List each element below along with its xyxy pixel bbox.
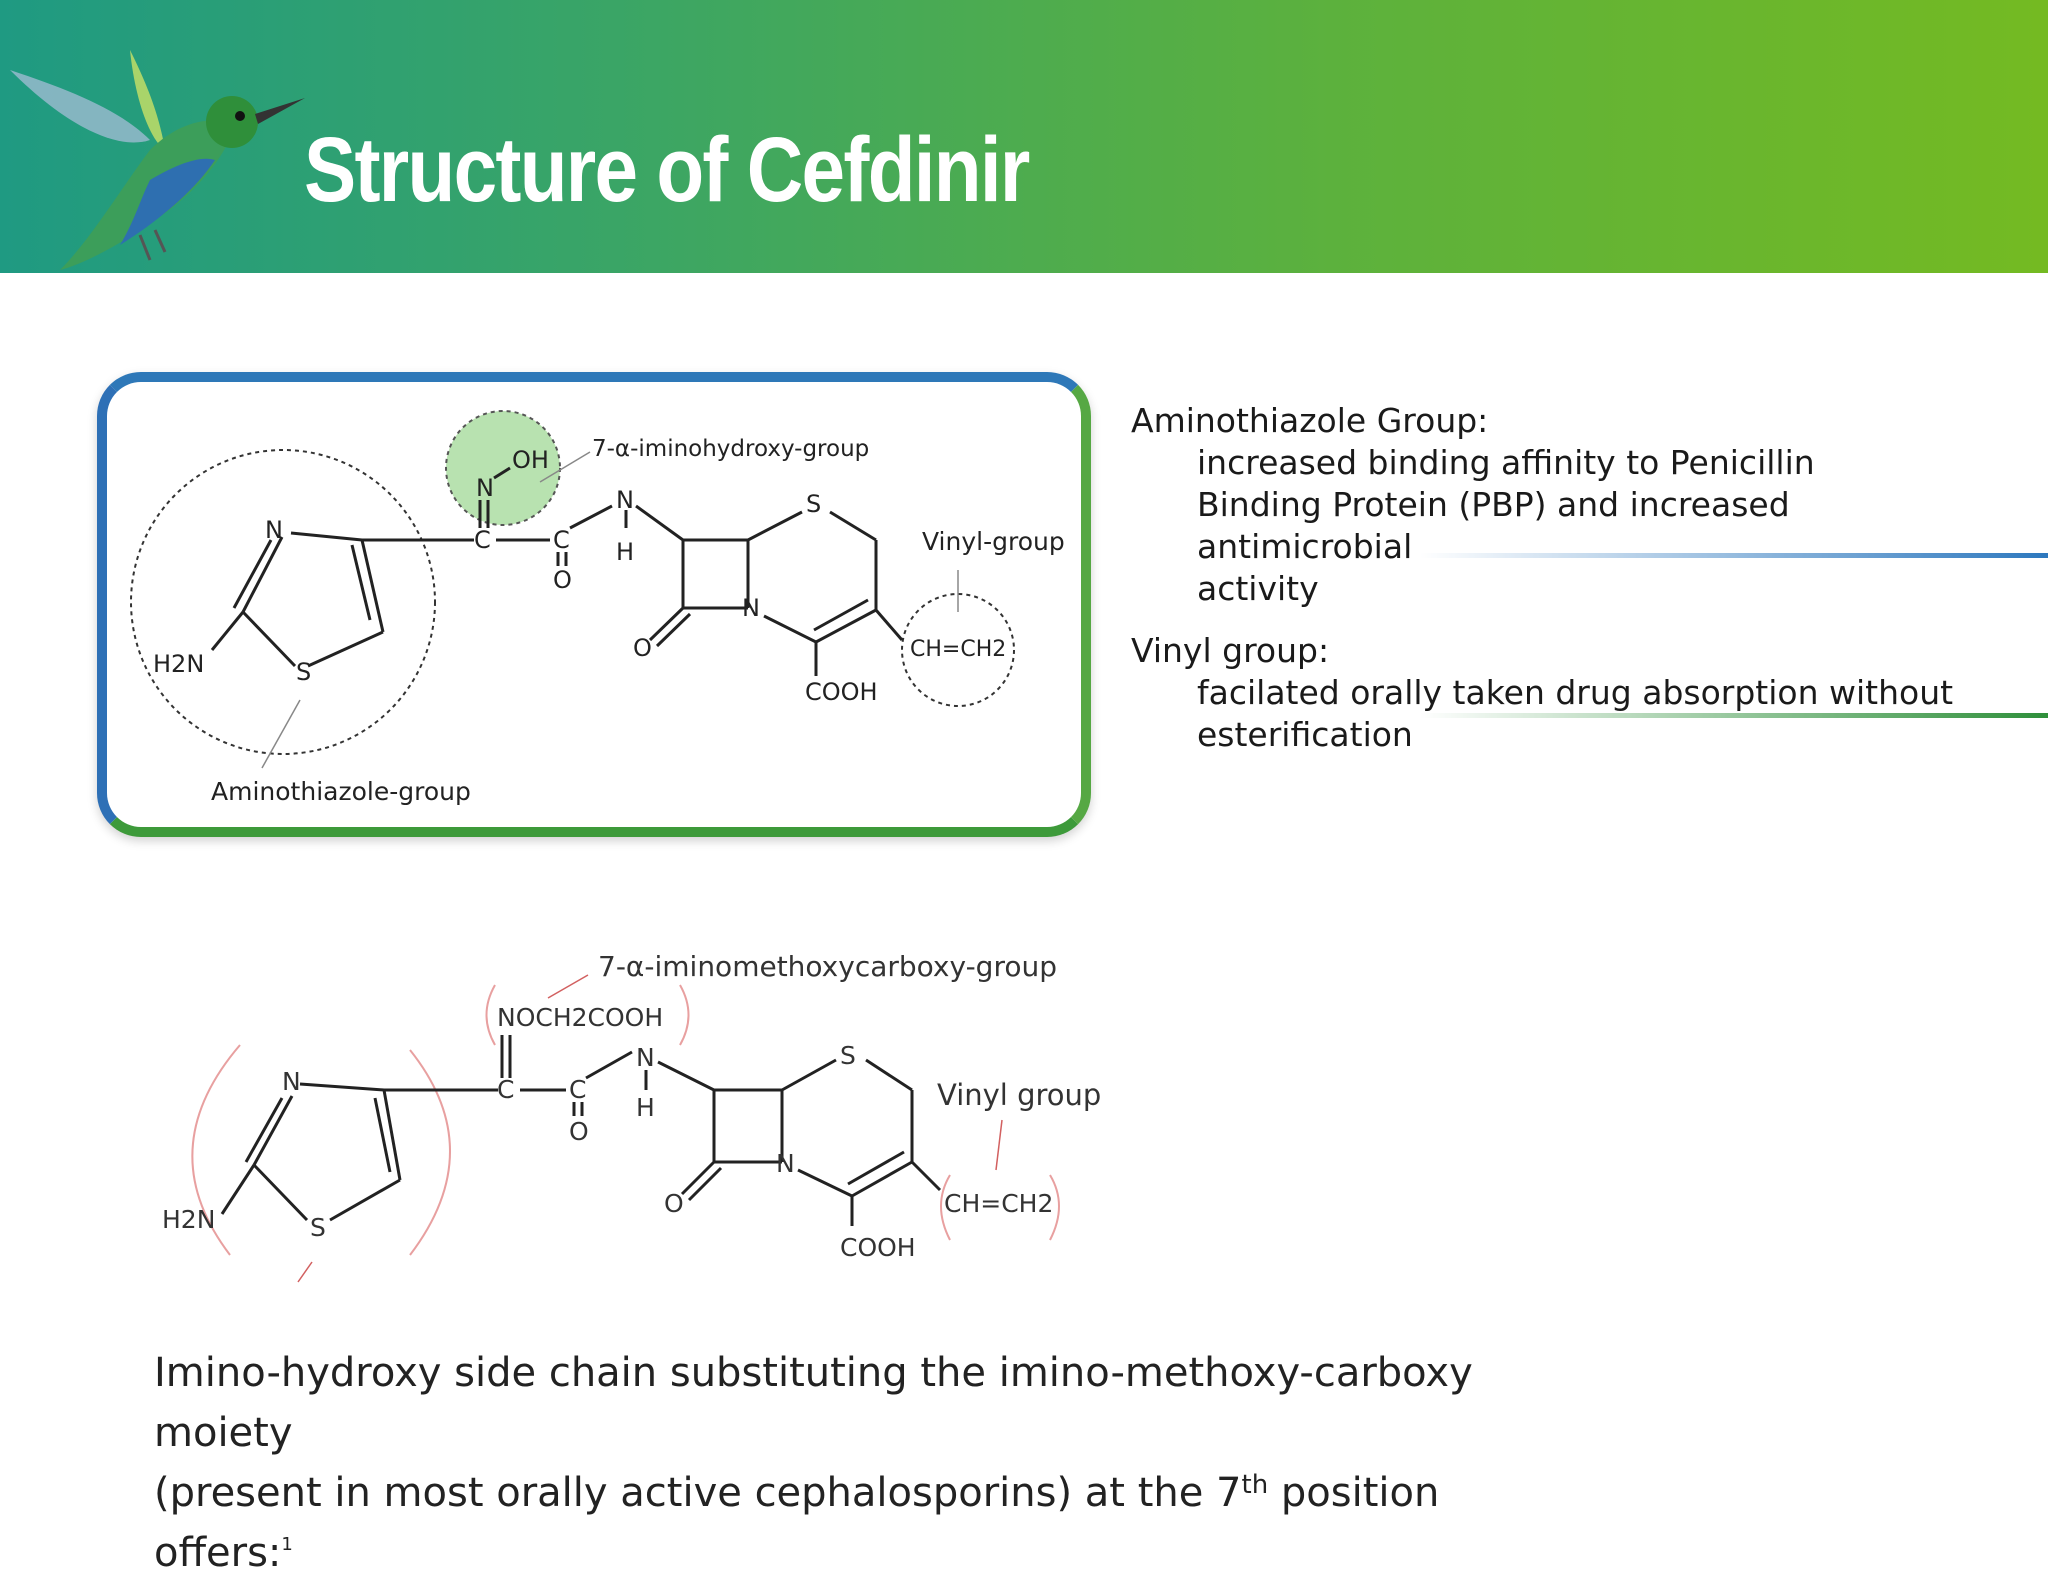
atom-n-oxime: N: [476, 474, 494, 502]
iminohydroxy-highlight-circle: [445, 410, 561, 526]
label-aminothiazole: Aminothiazole-group: [211, 777, 471, 806]
accent-line-green: [1420, 713, 2048, 718]
atom-h2n-bottom: H2N: [162, 1205, 215, 1234]
aminothiazole-highlight-circle: [130, 449, 436, 755]
bottom-structure-atoms: NOCH2COOH N H C C O S N O COOH CH=CH2 N …: [162, 950, 1101, 1262]
caption-footnote: 1: [281, 1534, 293, 1555]
top-structure-frame: [97, 372, 1091, 837]
note-vinyl: Vinyl group: facilated orally taken drug…: [1131, 630, 2011, 756]
note-line: esterification: [1197, 715, 1413, 754]
caption-superscript: th: [1241, 1470, 1269, 1500]
atom-s-ring: S: [806, 490, 821, 518]
atom-cooh: COOH: [805, 678, 878, 706]
atom-h2n: H2N: [153, 650, 204, 678]
caption-line-2: (present in most orally active cephalosp…: [154, 1463, 1554, 1583]
notes-panel: Aminothiazole Group: increased binding a…: [1131, 400, 2011, 776]
label-vinyl-group: Vinyl-group: [922, 527, 1065, 556]
top-cefdinir-structure: [130, 410, 1015, 769]
atom-vinyl: CH=CH2: [910, 637, 1006, 662]
atom-n-thiazole-bottom: N: [282, 1067, 301, 1096]
slide-header: Structure of Cefdinir: [0, 0, 2048, 273]
atom-vinyl-bottom: CH=CH2: [944, 1189, 1053, 1218]
note-heading: Aminothiazole Group:: [1131, 401, 1489, 440]
note-line: facilated orally taken drug absorption w…: [1197, 673, 1954, 712]
bottom-cefdinir-structure: [191, 974, 1060, 1283]
atom-s-thiazole-bottom: S: [310, 1213, 326, 1242]
atom-cooh-bottom: COOH: [840, 1233, 916, 1262]
atom-c-carbonyl-bottom: C: [569, 1075, 586, 1104]
atom-s-ring-bottom: S: [840, 1041, 856, 1070]
accent-line-blue: [1420, 553, 2048, 558]
vinyl-highlight-circle: [901, 593, 1015, 707]
atom-n-amide: N: [636, 1043, 655, 1072]
label-iminomethoxycarboxy: 7-α-iminomethoxycarboxy-group: [598, 950, 1057, 983]
atom-nh-h: H: [616, 538, 634, 566]
caption-line-2-start: (present in most orally active cephalosp…: [154, 1470, 1242, 1516]
label-iminohydroxy: 7-α-iminohydroxy-group: [592, 436, 869, 462]
note-line: Binding Protein (PBP) and increased anti…: [1197, 485, 1790, 566]
atom-o-carbonyl-bottom: O: [569, 1117, 589, 1146]
atom-c-oxime-bottom: C: [497, 1075, 514, 1104]
atom-oh: OH: [512, 446, 549, 474]
atom-n-thiazole: N: [265, 516, 283, 544]
atom-n-lactam-bottom: N: [776, 1149, 795, 1178]
caption-line-1: Imino-hydroxy side chain substituting th…: [154, 1350, 1473, 1456]
structure-canvas: OH N C C O N H S N O COOH CH=CH2 N S H2N…: [130, 410, 1101, 1283]
atom-n-lactam: N: [742, 594, 760, 622]
atom-side-chain: NOCH2COOH: [497, 1003, 663, 1032]
atom-o-lactam: O: [633, 634, 652, 662]
note-line: increased binding affinity to Penicillin: [1197, 443, 1815, 482]
note-aminothiazole: Aminothiazole Group: increased binding a…: [1131, 400, 2011, 610]
atom-c-carbonyl: C: [553, 526, 570, 554]
hummingbird-logo: [10, 50, 305, 270]
caption-text: Imino-hydroxy side chain substituting th…: [154, 1343, 1554, 1583]
atom-c-oxime: C: [474, 526, 491, 554]
atom-s-thiazole: S: [296, 658, 311, 686]
atom-o-lactam-bottom: O: [664, 1189, 684, 1218]
atom-h-amide: H: [636, 1093, 655, 1122]
top-structure-atoms: OH N C C O N H S N O COOH CH=CH2 N S H2N…: [153, 436, 1065, 806]
note-line: activity: [1197, 569, 1319, 608]
label-vinyl-group-bottom: Vinyl group: [937, 1078, 1101, 1112]
atom-o-carbonyl: O: [553, 566, 572, 594]
slide-title: Structure of Cefdinir: [304, 119, 1030, 221]
atom-nh-n: N: [616, 486, 634, 514]
note-heading: Vinyl group:: [1131, 631, 1330, 670]
